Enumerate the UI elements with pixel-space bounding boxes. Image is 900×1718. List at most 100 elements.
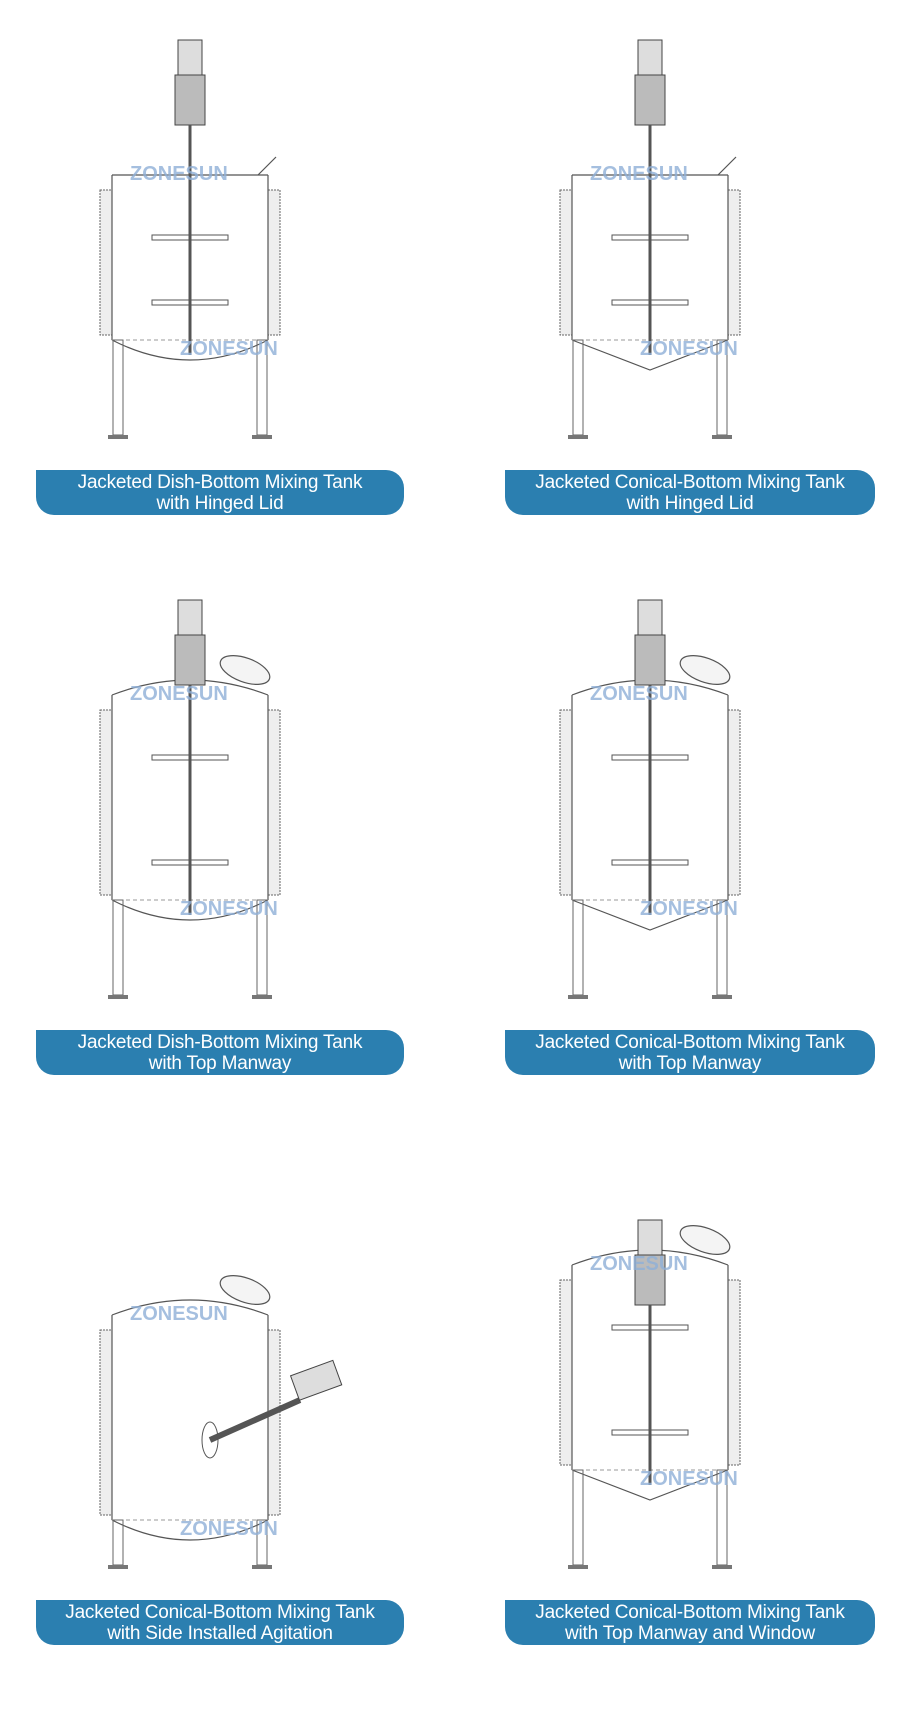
- dish-bottom: [111, 899, 269, 921]
- leg-foot: [712, 995, 732, 999]
- jacket-right: [727, 1279, 741, 1466]
- conical-bottom: [571, 1469, 729, 1501]
- motor: [637, 39, 663, 76]
- watermark: ZONESUN: [590, 683, 688, 705]
- tank-leg: [112, 1519, 124, 1566]
- jacket-left: [99, 189, 113, 336]
- leg-foot: [568, 435, 588, 439]
- manway: [679, 655, 731, 685]
- jacket-left: [559, 189, 573, 336]
- jacket-left: [559, 709, 573, 896]
- tank-label-line1: Jacketed Dish-Bottom Mixing Tank: [77, 1031, 363, 1053]
- dish-bottom: [111, 1519, 269, 1541]
- tank-drawing: ZONESUN ZONESUN: [559, 1219, 741, 1569]
- tank-label-line1: Jacketed Conical-Bottom Mixing Tank: [535, 471, 845, 493]
- motor: [637, 599, 663, 636]
- leg-foot: [252, 1565, 272, 1569]
- watermark: ZONESUN: [130, 163, 228, 185]
- tank-leg: [572, 1469, 584, 1566]
- tank-label-line2: with Hinged Lid: [626, 492, 754, 514]
- conical-bottom: [571, 339, 729, 371]
- tank-panel-3: ZONESUN ZONESUN Jacketed Dish-Bottom Mixi…: [0, 560, 450, 1090]
- gearbox: [174, 634, 206, 686]
- watermark: ZONESUN: [640, 898, 738, 920]
- impeller-blade: [151, 234, 229, 241]
- watermark: ZONESUN: [640, 338, 738, 360]
- impeller-blade: [611, 299, 689, 306]
- tank-leg: [572, 899, 584, 996]
- jacket-right: [727, 709, 741, 896]
- watermark: ZONESUN: [590, 1253, 688, 1275]
- conical-bottom: [571, 899, 729, 931]
- dish-bottom: [111, 339, 269, 361]
- propeller: [201, 1421, 219, 1459]
- tank-label-line2: with Top Manway and Window: [564, 1622, 816, 1644]
- motor: [637, 1219, 663, 1256]
- tank-drawing: ZONESUN ZONESUN: [99, 39, 281, 439]
- leg-foot: [108, 1565, 128, 1569]
- tank-label-line2: with Side Installed Agitation: [107, 1622, 333, 1644]
- impeller-blade: [611, 234, 689, 241]
- tank-top-head: [111, 1299, 269, 1316]
- jacket-right: [727, 189, 741, 336]
- manway: [219, 655, 271, 685]
- side-agitator-shaft: [208, 1397, 302, 1443]
- jacket-right: [267, 1329, 281, 1516]
- impeller-blade: [151, 859, 229, 866]
- watermark: ZONESUN: [590, 163, 688, 185]
- tank-label: Jacketed Dish-Bottom Mixing Tank with Hi…: [36, 470, 404, 515]
- leg-foot: [712, 1565, 732, 1569]
- tank-leg: [112, 899, 124, 996]
- tank-label: Jacketed Conical-Bottom Mixing Tank with…: [36, 1600, 404, 1645]
- jacket-left: [99, 709, 113, 896]
- leg-foot: [252, 435, 272, 439]
- impeller-blade: [151, 299, 229, 306]
- manway: [679, 1225, 731, 1255]
- tank-label: Jacketed Dish-Bottom Mixing Tank with To…: [36, 1030, 404, 1075]
- watermark: ZONESUN: [130, 683, 228, 705]
- leg-foot: [108, 435, 128, 439]
- side-motor: [289, 1359, 343, 1401]
- impeller-blade: [611, 1429, 689, 1436]
- tank-label: Jacketed Conical-Bottom Mixing Tank with…: [505, 470, 875, 515]
- watermark: ZONESUN: [640, 1468, 738, 1490]
- tank-panel-2: ZONESUN ZONESUN Jacketed Conical-Bottom M…: [450, 0, 900, 530]
- tank-label-line1: Jacketed Conical-Bottom Mixing Tank: [535, 1601, 845, 1623]
- tank-leg: [112, 339, 124, 436]
- tank-panel-1: ZONESUN ZONESUN Jacketed Dish-Bottom Mixi…: [0, 0, 450, 530]
- gearbox: [634, 634, 666, 686]
- gearbox: [634, 74, 666, 126]
- watermark: ZONESUN: [180, 338, 278, 360]
- tank-panel-6: ZONESUN ZONESUN Jacketed Conical-Bottom M…: [450, 1130, 900, 1660]
- impeller-blade: [611, 859, 689, 866]
- impeller-blade: [611, 754, 689, 761]
- tank-drawing: ZONESUN ZONESUN: [559, 599, 741, 999]
- motor: [177, 39, 203, 76]
- gearbox: [174, 74, 206, 126]
- jacket-left: [99, 1329, 113, 1516]
- impeller-blade: [611, 1324, 689, 1331]
- jacket-right: [267, 709, 281, 896]
- motor: [177, 599, 203, 636]
- lid-handle: [717, 156, 737, 176]
- tank-drawing: ZONESUN ZONESUN: [559, 39, 741, 439]
- tank-leg: [572, 339, 584, 436]
- jacket-right: [267, 189, 281, 336]
- watermark: ZONESUN: [180, 898, 278, 920]
- jacket-left: [559, 1279, 573, 1466]
- leg-foot: [712, 435, 732, 439]
- tank-label-line2: with Hinged Lid: [156, 492, 284, 514]
- leg-foot: [568, 995, 588, 999]
- lid-handle: [257, 156, 277, 176]
- tank-label-line1: Jacketed Dish-Bottom Mixing Tank: [77, 471, 363, 493]
- tank-drawing: ZONESUN ZONESUN: [99, 599, 281, 999]
- leg-foot: [568, 1565, 588, 1569]
- tank-label-line1: Jacketed Conical-Bottom Mixing Tank: [535, 1031, 845, 1053]
- tank-panel-4: ZONESUN ZONESUN Jacketed Conical-Bottom M…: [450, 560, 900, 1090]
- tank-label: Jacketed Conical-Bottom Mixing Tank with…: [505, 1600, 875, 1645]
- impeller-blade: [151, 754, 229, 761]
- manway: [219, 1275, 271, 1305]
- tank-label-line2: with Top Manway: [618, 1052, 762, 1074]
